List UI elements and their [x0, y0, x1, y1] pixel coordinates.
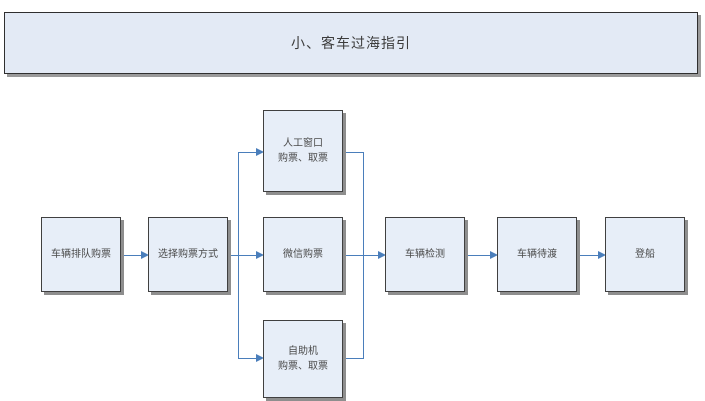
node-vehicle-inspection[interactable]: 车辆检测 — [385, 217, 465, 292]
node-manual-window-sublabel: 购票、取票 — [278, 153, 328, 164]
connector-inspection-to-waiting — [468, 255, 492, 256]
node-vehicle-inspection-label: 车辆检测 — [405, 249, 445, 260]
connector-branch-to-manual-window — [238, 152, 259, 153]
arrowhead-queue-to-choose — [141, 250, 149, 259]
node-wechat-ticket-label: 微信购票 — [283, 249, 323, 260]
node-self-service-label: 自助机 — [288, 346, 318, 357]
arrowhead-branch-to-self-service — [256, 353, 264, 362]
arrowhead-branch-to-manual-window — [256, 147, 264, 156]
connector-branch-to-wechat — [238, 255, 259, 256]
node-wechat-ticket[interactable]: 微信购票 — [263, 217, 343, 292]
connector-self-service-to-merge — [346, 358, 364, 359]
connector-merge-to-inspection — [346, 255, 382, 256]
connector-queue-to-choose — [124, 255, 144, 256]
connector-manual-window-to-merge — [346, 152, 364, 153]
node-queue-buy-ticket-label: 车辆排队购票 — [51, 249, 111, 260]
node-self-service-sublabel: 购票、取票 — [278, 361, 328, 372]
node-waiting-ferry[interactable]: 车辆待渡 — [497, 217, 577, 292]
arrowhead-merge-to-inspection — [378, 250, 386, 259]
page-title: 小、客车过海指引 — [291, 36, 411, 52]
arrowhead-branch-to-wechat — [256, 250, 264, 259]
connector-branch-to-self-service — [238, 358, 259, 359]
node-boarding-label: 登船 — [635, 249, 655, 260]
connector-waiting-to-boarding — [580, 255, 600, 256]
node-manual-window[interactable]: 人工窗口 购票、取票 — [263, 110, 343, 192]
node-choose-method-label: 选择购票方式 — [158, 249, 218, 260]
node-choose-method[interactable]: 选择购票方式 — [148, 217, 228, 292]
node-queue-buy-ticket[interactable]: 车辆排队购票 — [41, 217, 121, 292]
arrowhead-inspection-to-waiting — [490, 250, 498, 259]
node-self-service[interactable]: 自助机 购票、取票 — [263, 320, 343, 398]
arrowhead-waiting-to-boarding — [598, 250, 606, 259]
header-banner: 小、客车过海指引 — [4, 12, 698, 74]
node-boarding[interactable]: 登船 — [605, 217, 685, 292]
node-manual-window-label: 人工窗口 — [283, 138, 323, 149]
node-waiting-ferry-label: 车辆待渡 — [517, 249, 557, 260]
